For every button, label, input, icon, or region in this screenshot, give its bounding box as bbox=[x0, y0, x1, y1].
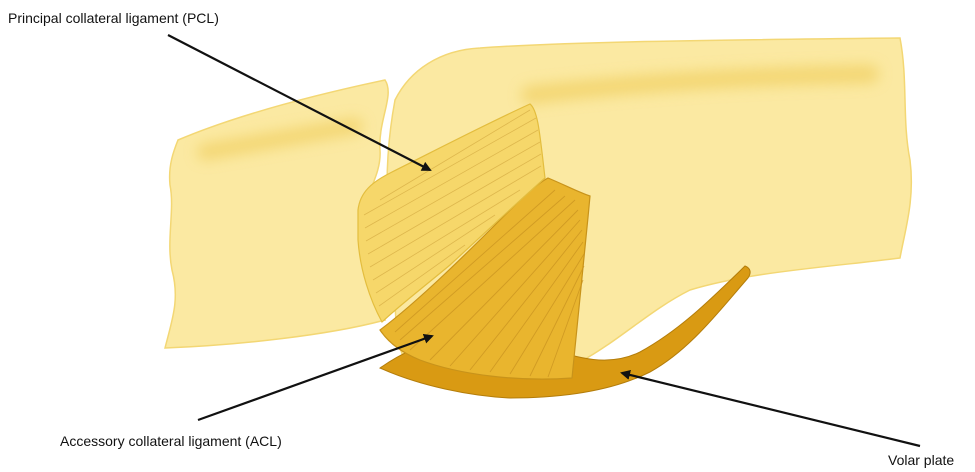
volar-plate-label: Volar plate bbox=[888, 452, 954, 468]
acl-label: Accessory collateral ligament (ACL) bbox=[60, 433, 282, 449]
pcl-label: Principal collateral ligament (PCL) bbox=[8, 10, 219, 26]
acl-arrow bbox=[198, 336, 432, 420]
volar-plate-arrow bbox=[622, 373, 920, 446]
